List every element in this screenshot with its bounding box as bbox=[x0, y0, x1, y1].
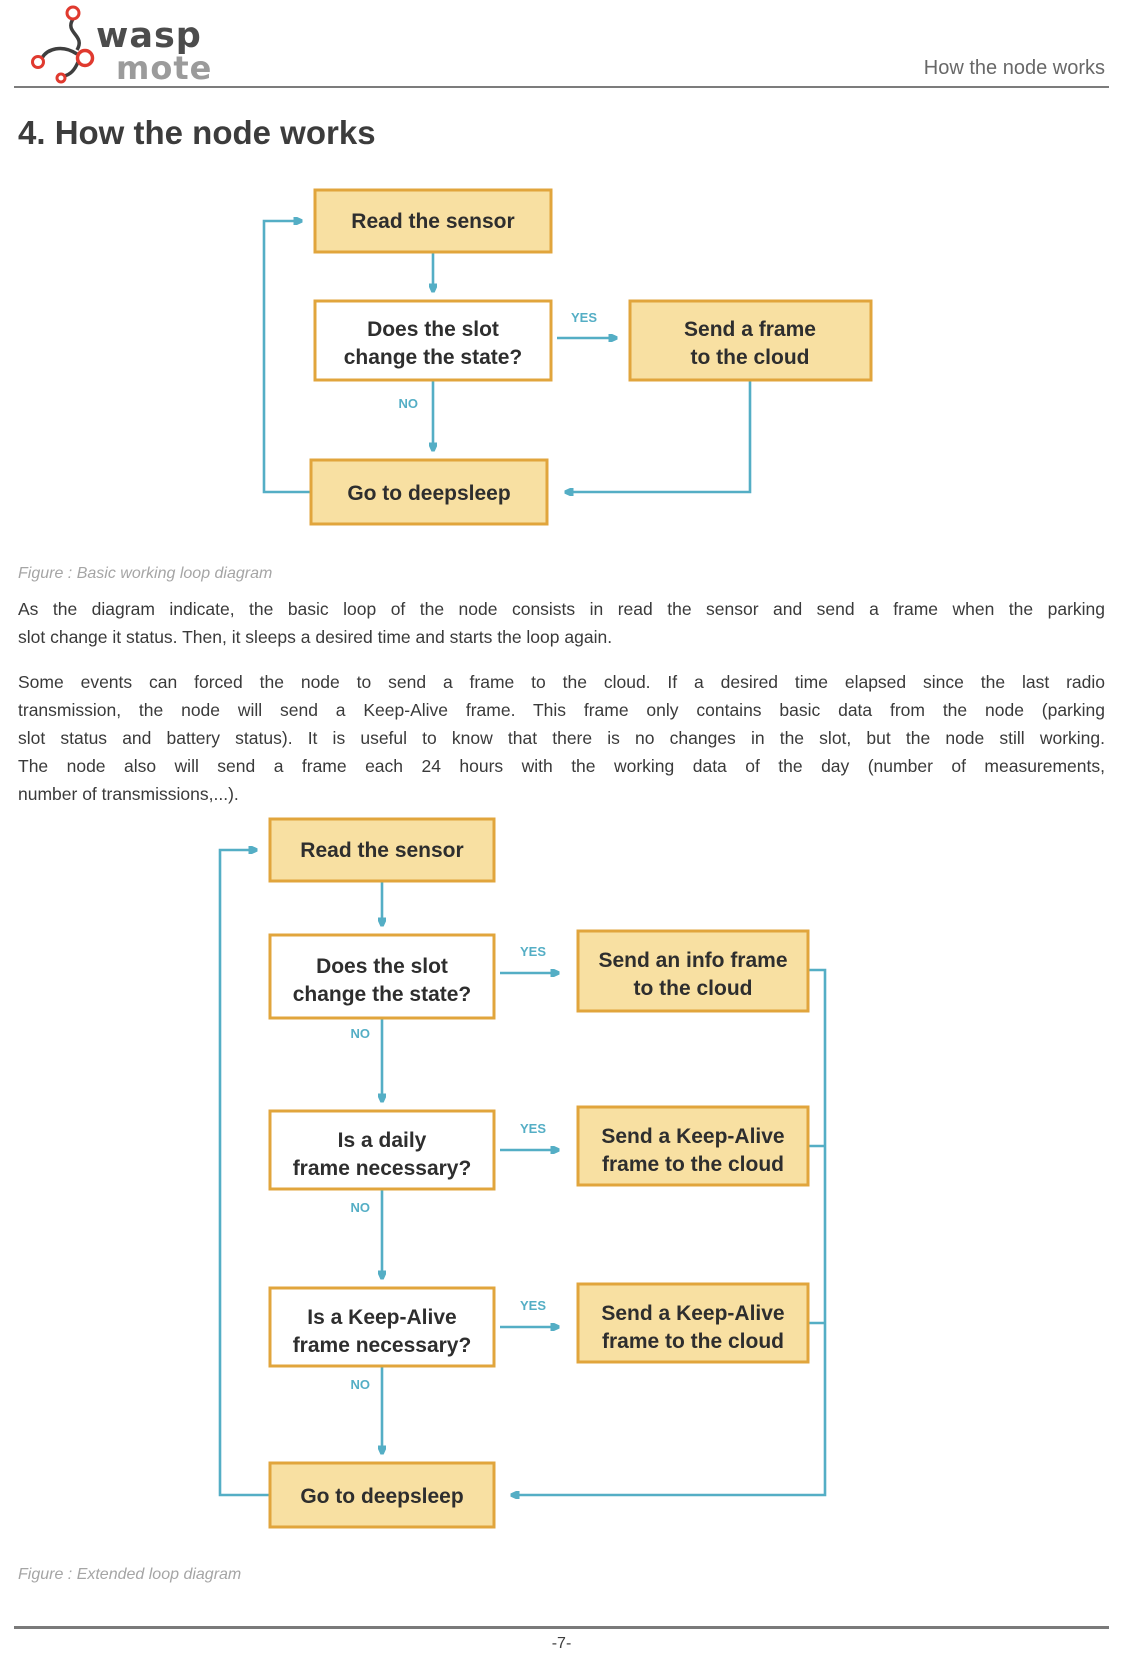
node-slot-condition-line2: change the state? bbox=[344, 346, 523, 369]
logo-branch-top bbox=[69, 18, 81, 51]
node-read-sensor-label: Read the sensor bbox=[351, 210, 514, 233]
node-slot-condition: Does the slot change the state? bbox=[313, 299, 553, 382]
node-deepsleep-box bbox=[268, 1461, 496, 1529]
basic-loop-diagram: YES NO Read the sensor Does the slot cha… bbox=[262, 188, 873, 526]
page-footer: -7- bbox=[14, 1626, 1109, 1663]
paragraph-events: Some events can forced the node to send … bbox=[18, 668, 1105, 808]
node-send-keepalive-2-line1: Send a Keep-Alive bbox=[601, 1302, 784, 1325]
node-deepsleep-label: Go to deepsleep bbox=[347, 482, 510, 505]
paragraph-line: slot change it status. Then, it sleeps a… bbox=[18, 627, 613, 648]
node-send-keepalive-1: Send a Keep-Alive frame to the cloud bbox=[576, 1105, 810, 1187]
paragraph-line: As the diagram indicate, the basic loop … bbox=[18, 599, 1105, 620]
node-slot-condition: Does the slot change the state? bbox=[268, 933, 496, 1020]
node-send-keepalive-2-box bbox=[576, 1282, 810, 1364]
node-keepalive-condition-line1: Is a Keep-Alive bbox=[307, 1306, 456, 1329]
node-send-info-frame-box bbox=[576, 929, 810, 1013]
page-title: 4. How the node works bbox=[18, 114, 376, 151]
node-send-frame: Send a frame to the cloud bbox=[628, 299, 873, 382]
node-read-sensor-label: Read the sensor bbox=[300, 839, 463, 862]
paragraph-line: Some events can forced the node to send … bbox=[18, 672, 1105, 693]
node-send-keepalive-2-line2: frame to the cloud bbox=[602, 1330, 784, 1353]
loop-edge-deepsleep-to-read bbox=[218, 850, 270, 1497]
paragraph-line: transmission, the node will send a Keep-… bbox=[18, 700, 1105, 721]
node-slot-condition-box bbox=[268, 933, 496, 1020]
yes-label: YES bbox=[520, 944, 546, 959]
edge-send-to-deepsleep bbox=[566, 380, 752, 492]
logo-branch-left bbox=[40, 46, 78, 60]
no-label: NO bbox=[399, 396, 419, 411]
paragraph-line: The node also will send a frame each 24 … bbox=[18, 756, 1105, 777]
node-send-frame-line2: to the cloud bbox=[691, 346, 810, 369]
node-send-frame-line1: Send a frame bbox=[684, 318, 816, 341]
node-slot-condition-line1: Does the slot bbox=[316, 955, 448, 978]
figure1-caption: Figure : Basic working loop diagram bbox=[18, 565, 273, 583]
node-send-keepalive-2: Send a Keep-Alive frame to the cloud bbox=[576, 1282, 810, 1364]
waspmote-logo: wasp mote bbox=[31, 5, 212, 86]
node-deepsleep-label: Go to deepsleep bbox=[300, 1485, 463, 1508]
loop-edge-deepsleep-to-read bbox=[262, 221, 311, 494]
logo-branch-down bbox=[63, 61, 80, 78]
node-read-sensor: Read the sensor bbox=[313, 188, 553, 254]
node-keepalive-condition: Is a Keep-Alive frame necessary? bbox=[268, 1286, 496, 1368]
node-send-keepalive-1-box bbox=[576, 1105, 810, 1187]
node-read-sensor-box bbox=[313, 188, 553, 254]
node-read-sensor: Read the sensor bbox=[268, 817, 496, 883]
page-header: wasp mote How the node works bbox=[14, 0, 1109, 88]
node-send-info-frame-line1: Send an info frame bbox=[598, 949, 787, 972]
figure2-caption: Figure : Extended loop diagram bbox=[18, 1566, 242, 1584]
extended-loop-diagram: YES NO YES NO YES NO Read the sensor Doe… bbox=[218, 817, 827, 1529]
yes-label: YES bbox=[520, 1121, 546, 1136]
node-keepalive-condition-line2: frame necessary? bbox=[293, 1334, 472, 1357]
node-slot-condition-line1: Does the slot bbox=[367, 318, 499, 341]
node-read-sensor-box bbox=[268, 817, 496, 883]
page-number: -7- bbox=[551, 1635, 572, 1652]
header-running-title: How the node works bbox=[923, 57, 1105, 79]
node-deepsleep: Go to deepsleep bbox=[309, 458, 549, 526]
node-daily-condition-box bbox=[268, 1109, 496, 1191]
node-deepsleep: Go to deepsleep bbox=[268, 1461, 496, 1529]
logo-node-bottom bbox=[55, 72, 67, 84]
no-label: NO bbox=[351, 1026, 371, 1041]
edge-send-rail-to-deepsleep bbox=[512, 968, 827, 1495]
paragraph-line: slot status and battery status). It is u… bbox=[18, 728, 1105, 749]
logo-node-center bbox=[75, 48, 95, 68]
no-label: NO bbox=[351, 1200, 371, 1215]
yes-label: YES bbox=[520, 1298, 546, 1313]
logo-node-top bbox=[65, 5, 81, 21]
node-send-frame-box bbox=[628, 299, 873, 382]
node-send-keepalive-1-line1: Send a Keep-Alive bbox=[601, 1125, 784, 1148]
node-send-info-frame: Send an info frame to the cloud bbox=[576, 929, 810, 1013]
paragraph-basic-loop: As the diagram indicate, the basic loop … bbox=[18, 595, 1105, 651]
node-daily-condition: Is a daily frame necessary? bbox=[268, 1109, 496, 1191]
node-slot-condition-box bbox=[313, 299, 553, 382]
node-send-info-frame-line2: to the cloud bbox=[634, 977, 753, 1000]
node-keepalive-condition-box bbox=[268, 1286, 496, 1368]
logo-node-left bbox=[31, 55, 45, 69]
node-send-keepalive-1-line2: frame to the cloud bbox=[602, 1153, 784, 1176]
logo-text-mote: mote bbox=[116, 49, 212, 86]
yes-label: YES bbox=[571, 310, 597, 325]
no-label: NO bbox=[351, 1377, 371, 1392]
node-deepsleep-box bbox=[309, 458, 549, 526]
paragraph-line: number of transmissions,...). bbox=[18, 784, 239, 805]
logo-text-wasp: wasp bbox=[96, 16, 202, 56]
node-slot-condition-line2: change the state? bbox=[293, 983, 472, 1006]
node-daily-condition-line1: Is a daily bbox=[338, 1129, 427, 1152]
waspmote-logo-icon bbox=[31, 5, 95, 84]
node-daily-condition-line2: frame necessary? bbox=[293, 1157, 472, 1180]
